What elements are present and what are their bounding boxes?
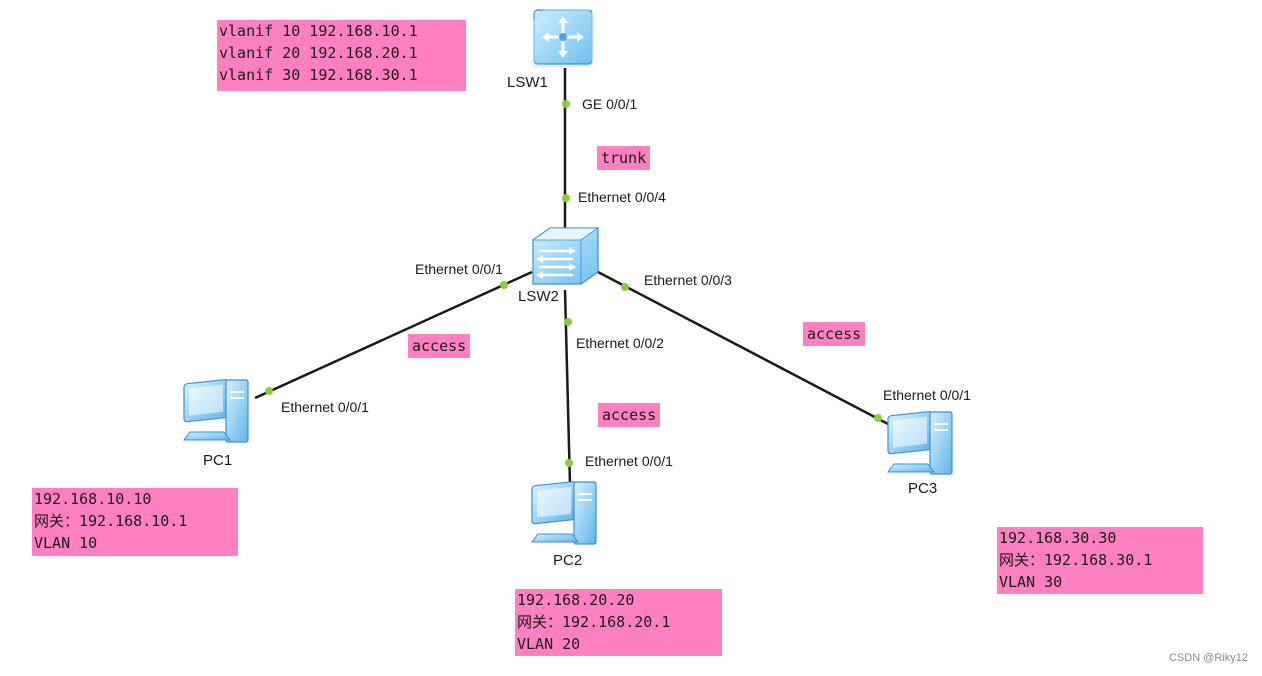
vlanif-30-line: vlanif 30 192.168.30.1 xyxy=(219,66,418,84)
switch-l3-icon[interactable] xyxy=(533,9,593,67)
port-dot-lsw2-e004 xyxy=(562,194,570,202)
lsw1-config-box: vlanif 10 192.168.10.1 vlanif 20 192.168… xyxy=(217,20,466,91)
pc2-gateway: 网关：192.168.20.1 xyxy=(517,613,671,631)
port-dot-pc1-e001 xyxy=(265,387,273,395)
link-lsw2-pc3 xyxy=(597,270,891,427)
port-label-pc3-e001: Ethernet 0/0/1 xyxy=(883,387,971,403)
device-label-lsw1: LSW1 xyxy=(507,74,548,91)
pc-icon[interactable] xyxy=(531,481,597,545)
switch-l2-icon[interactable] xyxy=(531,227,600,285)
port-dot-lsw2-e002 xyxy=(564,318,572,326)
port-dot-lsw2-e001 xyxy=(500,281,508,289)
pc2-vlan: VLAN 20 xyxy=(517,635,581,653)
port-dot-pc3-e001 xyxy=(874,414,882,422)
device-label-pc2: PC2 xyxy=(553,552,583,569)
pc1-ip: 192.168.10.10 xyxy=(34,490,152,508)
pc1-vlan: VLAN 10 xyxy=(34,534,98,552)
watermark: CSDN @Riky12 xyxy=(1168,652,1248,664)
port-label-pc1-e001: Ethernet 0/0/1 xyxy=(281,399,369,415)
device-label-pc1: PC1 xyxy=(203,452,233,469)
link-mode-access-pc1: access xyxy=(408,334,471,358)
pc2-ip: 192.168.20.20 xyxy=(517,591,635,609)
link-mode-access-pc2: access xyxy=(598,403,661,427)
pc-icon[interactable] xyxy=(183,379,249,443)
port-label-pc2-e001: Ethernet 0/0/1 xyxy=(585,453,673,469)
port-label-lsw2-e001: Ethernet 0/0/1 xyxy=(415,261,503,277)
vlanif-20-line: vlanif 20 192.168.20.1 xyxy=(219,44,418,62)
pc3-info-box: 192.168.30.30 网关：192.168.30.1 VLAN 30 xyxy=(997,527,1203,594)
pc2-info-box: 192.168.20.20 网关：192.168.20.1 VLAN 20 xyxy=(515,589,722,656)
pc3-vlan: VLAN 30 xyxy=(999,573,1063,591)
device-label-lsw2: LSW2 xyxy=(518,288,559,305)
port-label-lsw2-e002: Ethernet 0/0/2 xyxy=(576,335,664,351)
port-dot-pc2-e001 xyxy=(565,459,573,467)
port-label-lsw2-e003: Ethernet 0/0/3 xyxy=(644,272,732,288)
pc3-ip: 192.168.30.30 xyxy=(999,529,1117,547)
pc1-gateway: 网关：192.168.10.1 xyxy=(34,512,188,530)
pc-icon[interactable] xyxy=(887,411,953,475)
port-label-lsw2-e004: Ethernet 0/0/4 xyxy=(578,189,666,205)
pc3-gateway: 网关：192.168.30.1 xyxy=(999,551,1153,569)
link-mode-access-pc3: access xyxy=(803,322,866,346)
vlanif-10-line: vlanif 10 192.168.10.1 xyxy=(219,22,418,40)
link-mode-trunk: trunk xyxy=(597,146,651,170)
port-label-lsw1-ge001: GE 0/0/1 xyxy=(582,96,638,112)
device-label-pc3: PC3 xyxy=(908,480,938,497)
port-dot-lsw2-e003 xyxy=(621,283,629,291)
port-dot-lsw1-ge001 xyxy=(562,100,570,108)
pc1-info-box: 192.168.10.10 网关：192.168.10.1 VLAN 10 xyxy=(32,488,238,556)
link-lsw2-pc1 xyxy=(254,270,533,400)
